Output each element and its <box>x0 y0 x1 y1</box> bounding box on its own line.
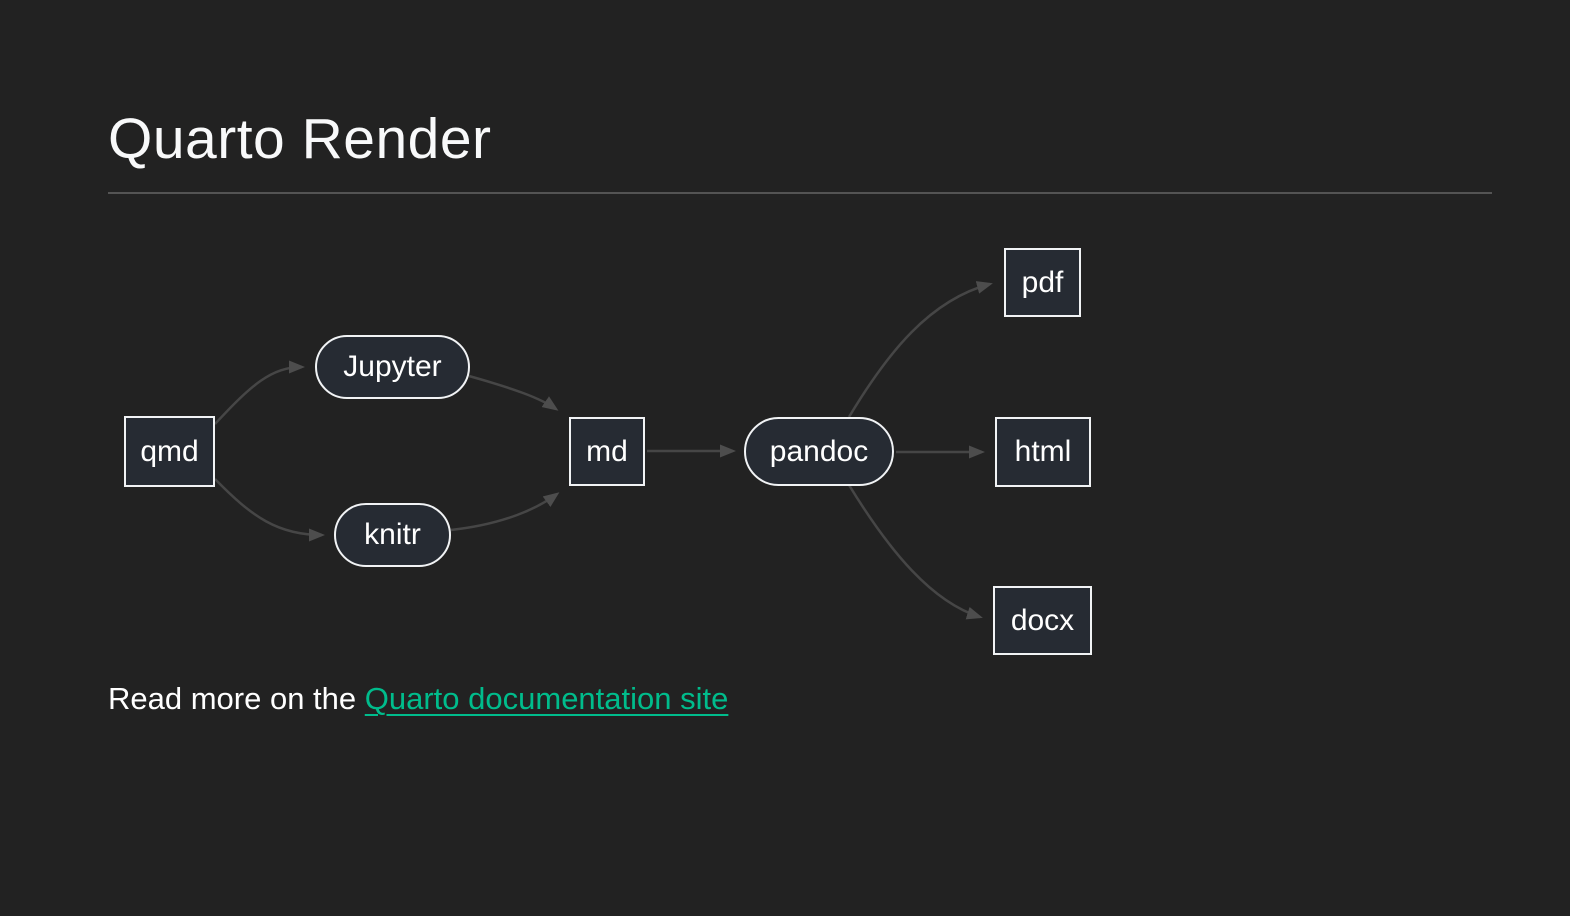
edge-jupyter-to-md <box>468 374 559 411</box>
node-qmd: qmd <box>124 416 215 487</box>
edge-qmd-to-knitr <box>214 478 325 542</box>
read-more-prefix: Read more on the <box>108 681 365 716</box>
node-html: html <box>995 417 1091 487</box>
node-docx: docx <box>993 586 1092 655</box>
node-md: md <box>569 417 645 486</box>
edge-pandoc-to-pdf <box>847 281 993 418</box>
node-knitr: knitr <box>334 503 451 567</box>
edge-pandoc-to-docx <box>847 484 983 620</box>
node-pandoc: pandoc <box>744 417 894 486</box>
edge-knitr-to-md <box>450 492 560 532</box>
node-jupyter: Jupyter <box>315 335 470 399</box>
read-more-text: Read more on the Quarto documentation si… <box>108 680 728 717</box>
page-title: Quarto Render <box>108 107 492 171</box>
edge-qmd-to-jupyter <box>214 360 305 425</box>
title-divider <box>108 192 1492 194</box>
quarto-docs-link[interactable]: Quarto documentation site <box>364 681 729 716</box>
node-pdf: pdf <box>1004 248 1081 317</box>
